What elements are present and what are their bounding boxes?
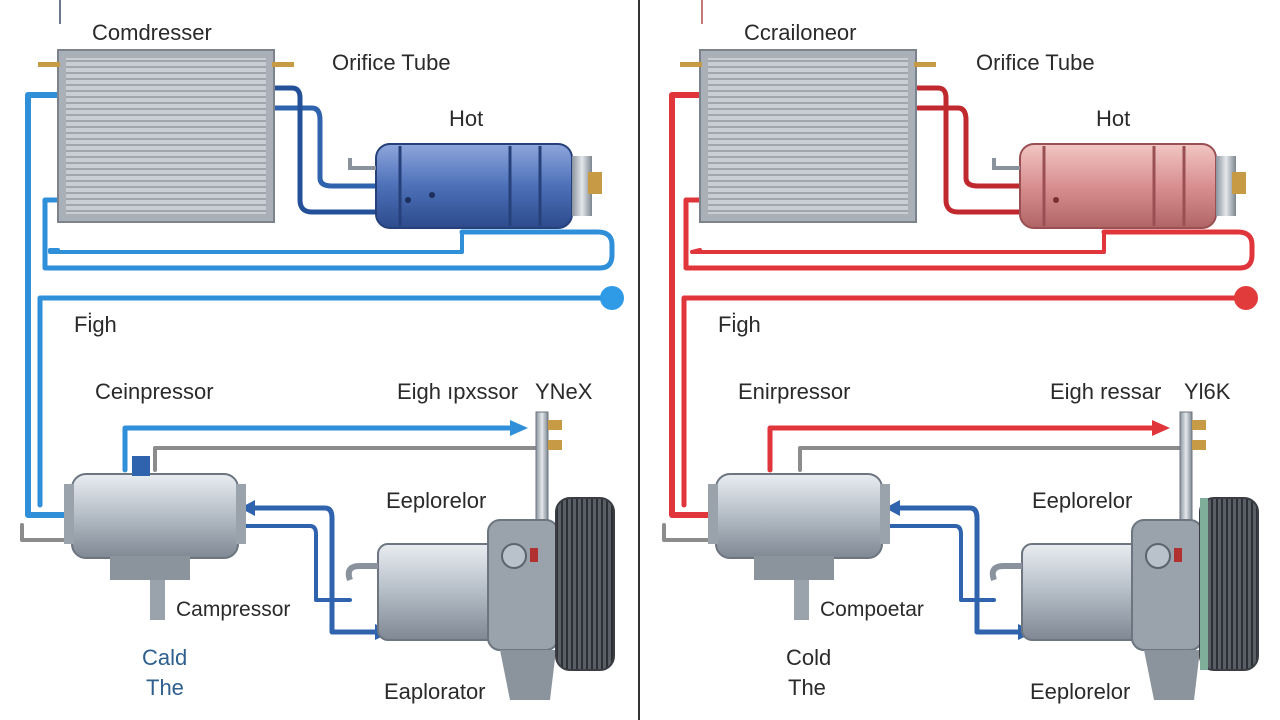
high-pressure-label: Eigh ressar	[1050, 379, 1162, 404]
condenser-unit	[38, 49, 294, 223]
return-line-2	[915, 85, 1025, 215]
compressor-bottom-label: Campressor	[176, 598, 291, 621]
lower-line	[48, 230, 464, 254]
compressor-bottom-label: Compoetar	[820, 598, 924, 621]
compressor-label: Ceinpressor	[95, 379, 214, 404]
evaporator-assembly	[989, 497, 1259, 700]
cold-label: Cold	[786, 645, 832, 670]
junction-node	[1234, 286, 1258, 310]
arrow-head	[240, 500, 255, 516]
return-line	[272, 105, 381, 189]
gray-discharge-line	[153, 446, 542, 472]
gray-discharge-line	[798, 446, 1186, 472]
the-label: The	[788, 675, 826, 700]
code-label: YNeX	[535, 379, 593, 404]
condenser-unit	[680, 49, 936, 223]
arrow-head	[510, 420, 528, 436]
suction-line	[242, 505, 388, 635]
discharge-line	[122, 425, 523, 473]
discharge-line	[767, 425, 1165, 473]
loop-line	[42, 197, 615, 271]
orifice-tube-label: Orifice Tube	[976, 50, 1095, 75]
outer-supply-line	[669, 92, 719, 518]
condenser-label: Ccrailoneor	[744, 20, 857, 45]
pressure-switch-mount	[1179, 411, 1206, 523]
junction-node	[600, 286, 624, 310]
lower-line	[690, 230, 1106, 254]
loop-line	[683, 197, 1255, 271]
evaporator-bottom-label: Eaplorator	[384, 679, 486, 704]
arrow-head	[885, 500, 900, 516]
code-label: Yl6K	[1184, 379, 1231, 404]
evaporator-assembly	[345, 497, 615, 700]
hot-label: Hot	[449, 106, 484, 131]
receiver-drier-tank	[348, 143, 602, 229]
cold-label: Cald	[142, 645, 188, 670]
high-pressure-label: Eigh ıpxssor	[397, 379, 519, 404]
gray-line	[20, 523, 72, 542]
return-line	[915, 105, 1025, 189]
receiver-drier-tank	[992, 143, 1246, 229]
evaporator-bottom-label: Eeplorelor	[1030, 679, 1131, 704]
suction-line-2	[883, 524, 996, 602]
hot-label: Hot	[1096, 106, 1131, 131]
condenser-label: Comdresser	[92, 20, 212, 45]
arrow-head	[1152, 420, 1170, 436]
compressor-body	[64, 456, 246, 620]
orifice-tube-label: Orifice Tube	[332, 50, 451, 75]
right-panel	[662, 49, 1259, 700]
return-line-2	[272, 85, 381, 215]
evaporator-top-label: Eeplorelor	[1032, 488, 1133, 513]
suction-line	[887, 505, 1031, 635]
high-line	[37, 295, 603, 508]
the-label: The	[146, 675, 184, 700]
suction-line-2	[238, 524, 352, 602]
left-panel	[20, 49, 624, 700]
high-label: Fi̇gh	[74, 312, 117, 337]
compressor-body	[708, 473, 890, 620]
high-line	[681, 295, 1243, 508]
outer-supply-line	[25, 92, 73, 518]
evaporator-top-label: Eeplorelor	[386, 488, 487, 513]
compressor-label: Enirpressor	[738, 379, 851, 404]
gray-line	[662, 523, 718, 542]
high-label: Fi̇gh	[718, 312, 761, 337]
